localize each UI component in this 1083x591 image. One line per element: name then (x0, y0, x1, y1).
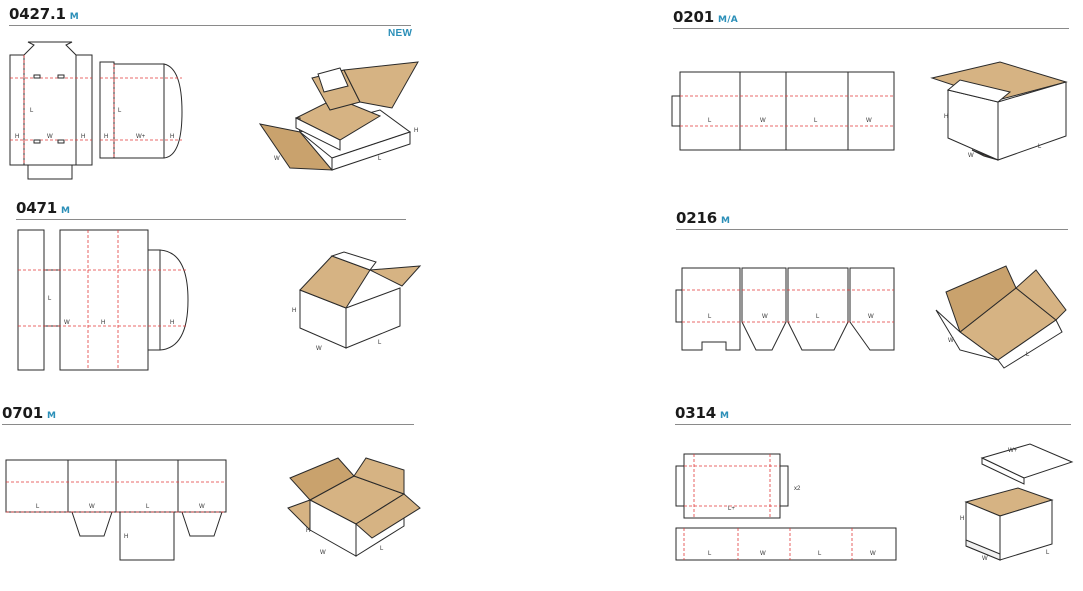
dieline-0314-lid: L+ x2 (675, 453, 801, 519)
box-suffix: M/A (717, 15, 739, 25)
box-suffix: M (69, 12, 79, 22)
dim-w: W (760, 551, 766, 557)
dim-h: H (15, 134, 19, 140)
new-badge: NEW (388, 28, 413, 39)
dim-h: H (101, 320, 105, 326)
dim-h: H (81, 134, 85, 140)
box-code: 0314 (675, 404, 716, 422)
dim-w: W (316, 346, 322, 352)
box-suffix: M (60, 206, 71, 216)
dieline-0471: L W H H (17, 229, 189, 371)
dim-h: H (170, 320, 174, 326)
dim-l: L (146, 504, 150, 510)
dim-w: W (866, 118, 872, 124)
box-3d-0427-1: W L H (258, 61, 419, 171)
dim-l: L (816, 314, 820, 320)
dim-w: W (320, 550, 326, 556)
dim-h: H (292, 308, 296, 314)
box-code: 0201 (673, 8, 714, 26)
dim-h: H (414, 128, 418, 134)
dim-l: L (1046, 550, 1050, 556)
dim-l: L (814, 118, 818, 124)
dim-x2: x2 (794, 486, 801, 492)
section-divider (675, 424, 1071, 425)
dim-l: L (48, 296, 52, 302)
dim-l: L (30, 108, 34, 114)
dieline-0701: L W L W H (5, 459, 227, 561)
dim-w: W (47, 134, 53, 140)
dim-h: H (104, 134, 108, 140)
dim-l: L (818, 551, 822, 557)
dim-l-plus: L+ (728, 506, 735, 512)
section-divider (16, 219, 406, 220)
dim-w: W (948, 338, 954, 344)
dim-w: W (199, 504, 205, 510)
dim-l: L (1038, 144, 1042, 150)
dim-w-plus: W+ (1008, 448, 1018, 454)
dim-w: W (982, 556, 988, 562)
section-divider (676, 229, 1068, 230)
dim-h: H (170, 134, 174, 140)
dim-w: W (274, 156, 280, 162)
dieline-0216: L W L W (675, 267, 895, 351)
dim-l: L (378, 340, 382, 346)
box-3d-0216: W L (935, 265, 1067, 369)
dim-l: L (118, 108, 122, 114)
dieline-0314-body: L W L W (675, 527, 897, 561)
box-3d-0471: H W L (292, 251, 422, 352)
dim-w: W (870, 551, 876, 557)
box-code: 0216 (676, 209, 717, 227)
dim-h: H (124, 534, 128, 540)
dim-w: W (89, 504, 95, 510)
dim-l: L (708, 314, 712, 320)
box-suffix: M (720, 216, 731, 226)
box-code: 0471 (16, 199, 57, 217)
dim-l: L (708, 551, 712, 557)
box-suffix: M (719, 411, 730, 421)
dim-h: H (944, 114, 948, 120)
box-3d-0314: W+ H W L (960, 443, 1074, 562)
dim-w: W (760, 118, 766, 124)
box-code: 0701 (2, 404, 43, 422)
box-3d-0201: H W L (930, 61, 1068, 161)
dim-w: W (762, 314, 768, 320)
dim-w-plus: W+ (136, 134, 146, 140)
dim-l: L (1026, 352, 1030, 358)
dieline-0427-1: H W H H W+ H L L (9, 41, 183, 180)
section-divider (9, 25, 411, 26)
dim-l: L (380, 546, 384, 552)
dieline-0201: L W L W (671, 71, 895, 151)
dim-w: W (64, 320, 70, 326)
dim-l: L (36, 504, 40, 510)
section-divider (2, 424, 414, 425)
dim-w: W (868, 314, 874, 320)
dim-h: H (960, 516, 964, 522)
dim-h: H (306, 528, 310, 534)
box-3d-0701: H W L (287, 457, 421, 557)
dim-l: L (378, 156, 382, 162)
box-suffix: M (46, 411, 57, 421)
dim-w: W (968, 153, 974, 159)
dim-l: L (708, 118, 712, 124)
section-divider (673, 28, 1069, 29)
box-code: 0427.1 (9, 5, 66, 23)
